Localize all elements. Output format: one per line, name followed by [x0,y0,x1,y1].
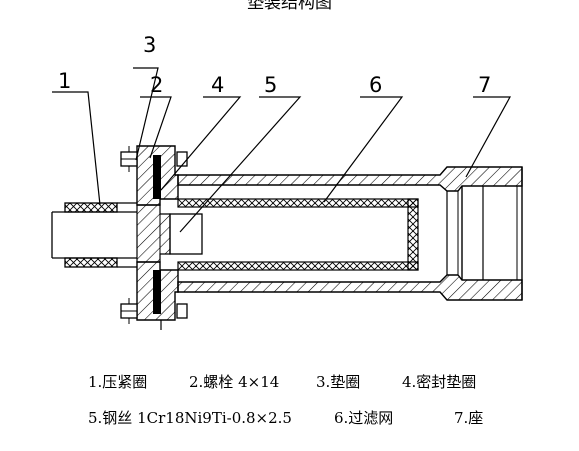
sealing-gasket-part [153,155,161,314]
callout-6: 6 [369,73,382,97]
leader-lines [52,67,512,233]
diagram-title: 垫装结构图 [247,0,332,13]
legend-item: 6.过滤网 [334,409,394,427]
legend-item: 4.密封垫圈 [402,373,477,391]
seat-part [177,166,523,301]
callout-1: 1 [58,69,71,93]
callout-4: 4 [211,73,224,97]
legend-item: 3.垫圈 [316,373,361,391]
callout-2: 2 [150,73,163,97]
callout-7: 7 [478,73,491,97]
legend-item: 1.压紧圈 [88,373,148,391]
legend-item: 5.钢丝 1Cr18Ni9Ti-0.8×2.5 [88,409,292,427]
steel-wire-part [169,213,203,255]
legend-item: 2.螺栓 4×14 [189,373,280,391]
clamp-ring-part [51,202,137,268]
bolt-part-bottom [120,298,188,330]
legend-item: 7.座 [454,409,484,427]
callout-3: 3 [143,33,156,57]
callout-5: 5 [264,73,277,97]
filter-mesh-part [177,198,419,271]
